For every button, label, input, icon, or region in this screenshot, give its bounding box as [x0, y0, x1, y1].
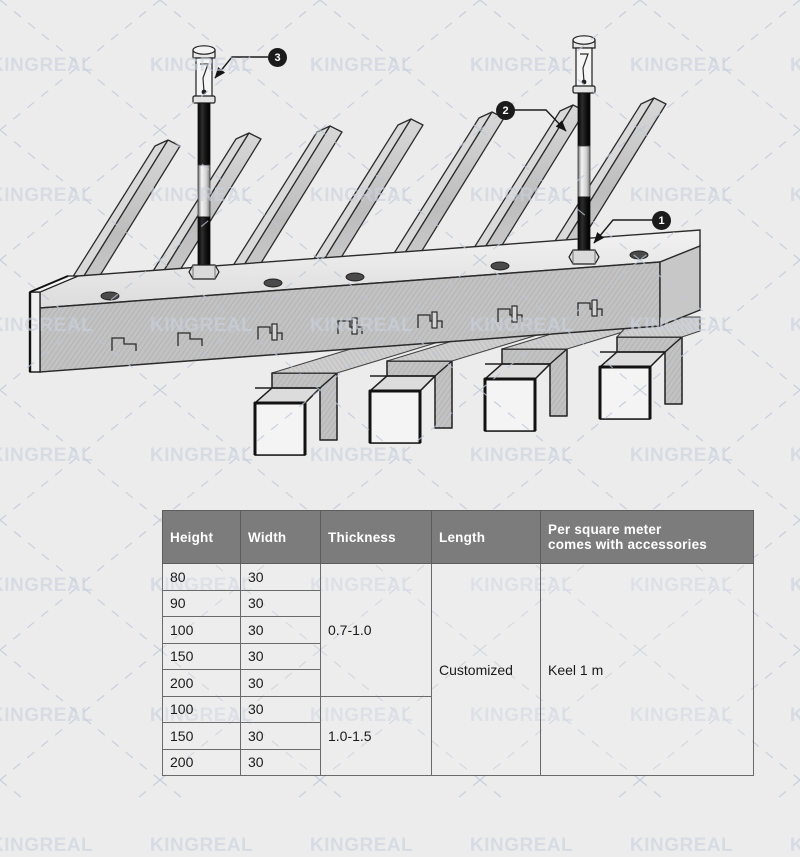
- bolt-hole: [263, 278, 283, 288]
- callout-label: 3: [274, 51, 281, 64]
- callout-label: 1: [658, 214, 665, 227]
- column-header-height: Height: [162, 510, 241, 564]
- cell-accessories: Keel 1 m: [540, 563, 754, 776]
- callout-marker-3: 3: [269, 49, 286, 66]
- cell-height: 90: [162, 589, 241, 617]
- bolt-hole: [629, 250, 649, 260]
- rod-segment-dark: [577, 196, 591, 251]
- rod-collar: [572, 85, 596, 94]
- watermark-text: KINGREAL: [630, 835, 734, 856]
- watermark-text: KINGREAL: [790, 835, 800, 856]
- cell-width: 30: [240, 695, 321, 723]
- cell-height: 100: [162, 616, 241, 644]
- watermark-text: KINGREAL: [0, 835, 94, 856]
- cell-height: 150: [162, 642, 241, 670]
- cell-width: 30: [240, 616, 321, 644]
- bolt-hole: [100, 291, 120, 301]
- table-header-row: Height Width Thickness Length Per square…: [162, 510, 754, 564]
- watermark-text: KINGREAL: [310, 835, 414, 856]
- accessories-header-line2: comes with accessories: [548, 537, 707, 552]
- accessories-header-line1: Per square meter: [548, 522, 662, 537]
- column-header-length: Length: [431, 510, 541, 564]
- rod-segment-light: [577, 145, 591, 198]
- specification-table: Height Width Thickness Length Per square…: [162, 510, 754, 776]
- column-header-accessories: Per square meter comes with accessories: [540, 510, 754, 564]
- rod-segment-dark: [197, 102, 211, 166]
- rod-collar: [192, 95, 216, 104]
- hex-nut-fasteners: [568, 249, 600, 265]
- cell-width: 30: [240, 722, 321, 750]
- hex-nut: [568, 249, 600, 265]
- cell-thickness: 1.0-1.5: [320, 695, 432, 776]
- watermark-text: KINGREAL: [470, 835, 574, 856]
- bolt-hole: [490, 261, 510, 271]
- callout-marker-1: 1: [653, 212, 670, 229]
- bolt-hole: [345, 272, 365, 282]
- cell-thickness: 0.7-1.0: [320, 563, 432, 697]
- callout-label: 2: [502, 104, 509, 117]
- cell-height: 150: [162, 722, 241, 750]
- cell-width: 30: [240, 563, 321, 591]
- rod-segment-dark: [577, 92, 591, 147]
- watermark-text: KINGREAL: [150, 835, 254, 856]
- cell-width: 30: [240, 642, 321, 670]
- cell-height: 200: [162, 669, 241, 697]
- table-header: Height Width Thickness Length Per square…: [162, 510, 754, 564]
- cell-height: 200: [162, 748, 241, 776]
- cell-width: 30: [240, 589, 321, 617]
- hex-nut: [188, 264, 220, 280]
- cell-height: 100: [162, 695, 241, 723]
- column-header-width: Width: [240, 510, 321, 564]
- cell-length: Customized: [431, 563, 541, 776]
- rod-segment-light: [197, 164, 211, 218]
- hex-nut-fasteners: [188, 264, 220, 280]
- keel-left-lip: [29, 291, 41, 373]
- cell-width: 30: [240, 669, 321, 697]
- rod-segment-dark: [197, 216, 211, 266]
- column-header-thickness: Thickness: [320, 510, 432, 564]
- cell-height: 80: [162, 563, 241, 591]
- callout-marker-2: 2: [497, 102, 514, 119]
- cell-width: 30: [240, 748, 321, 776]
